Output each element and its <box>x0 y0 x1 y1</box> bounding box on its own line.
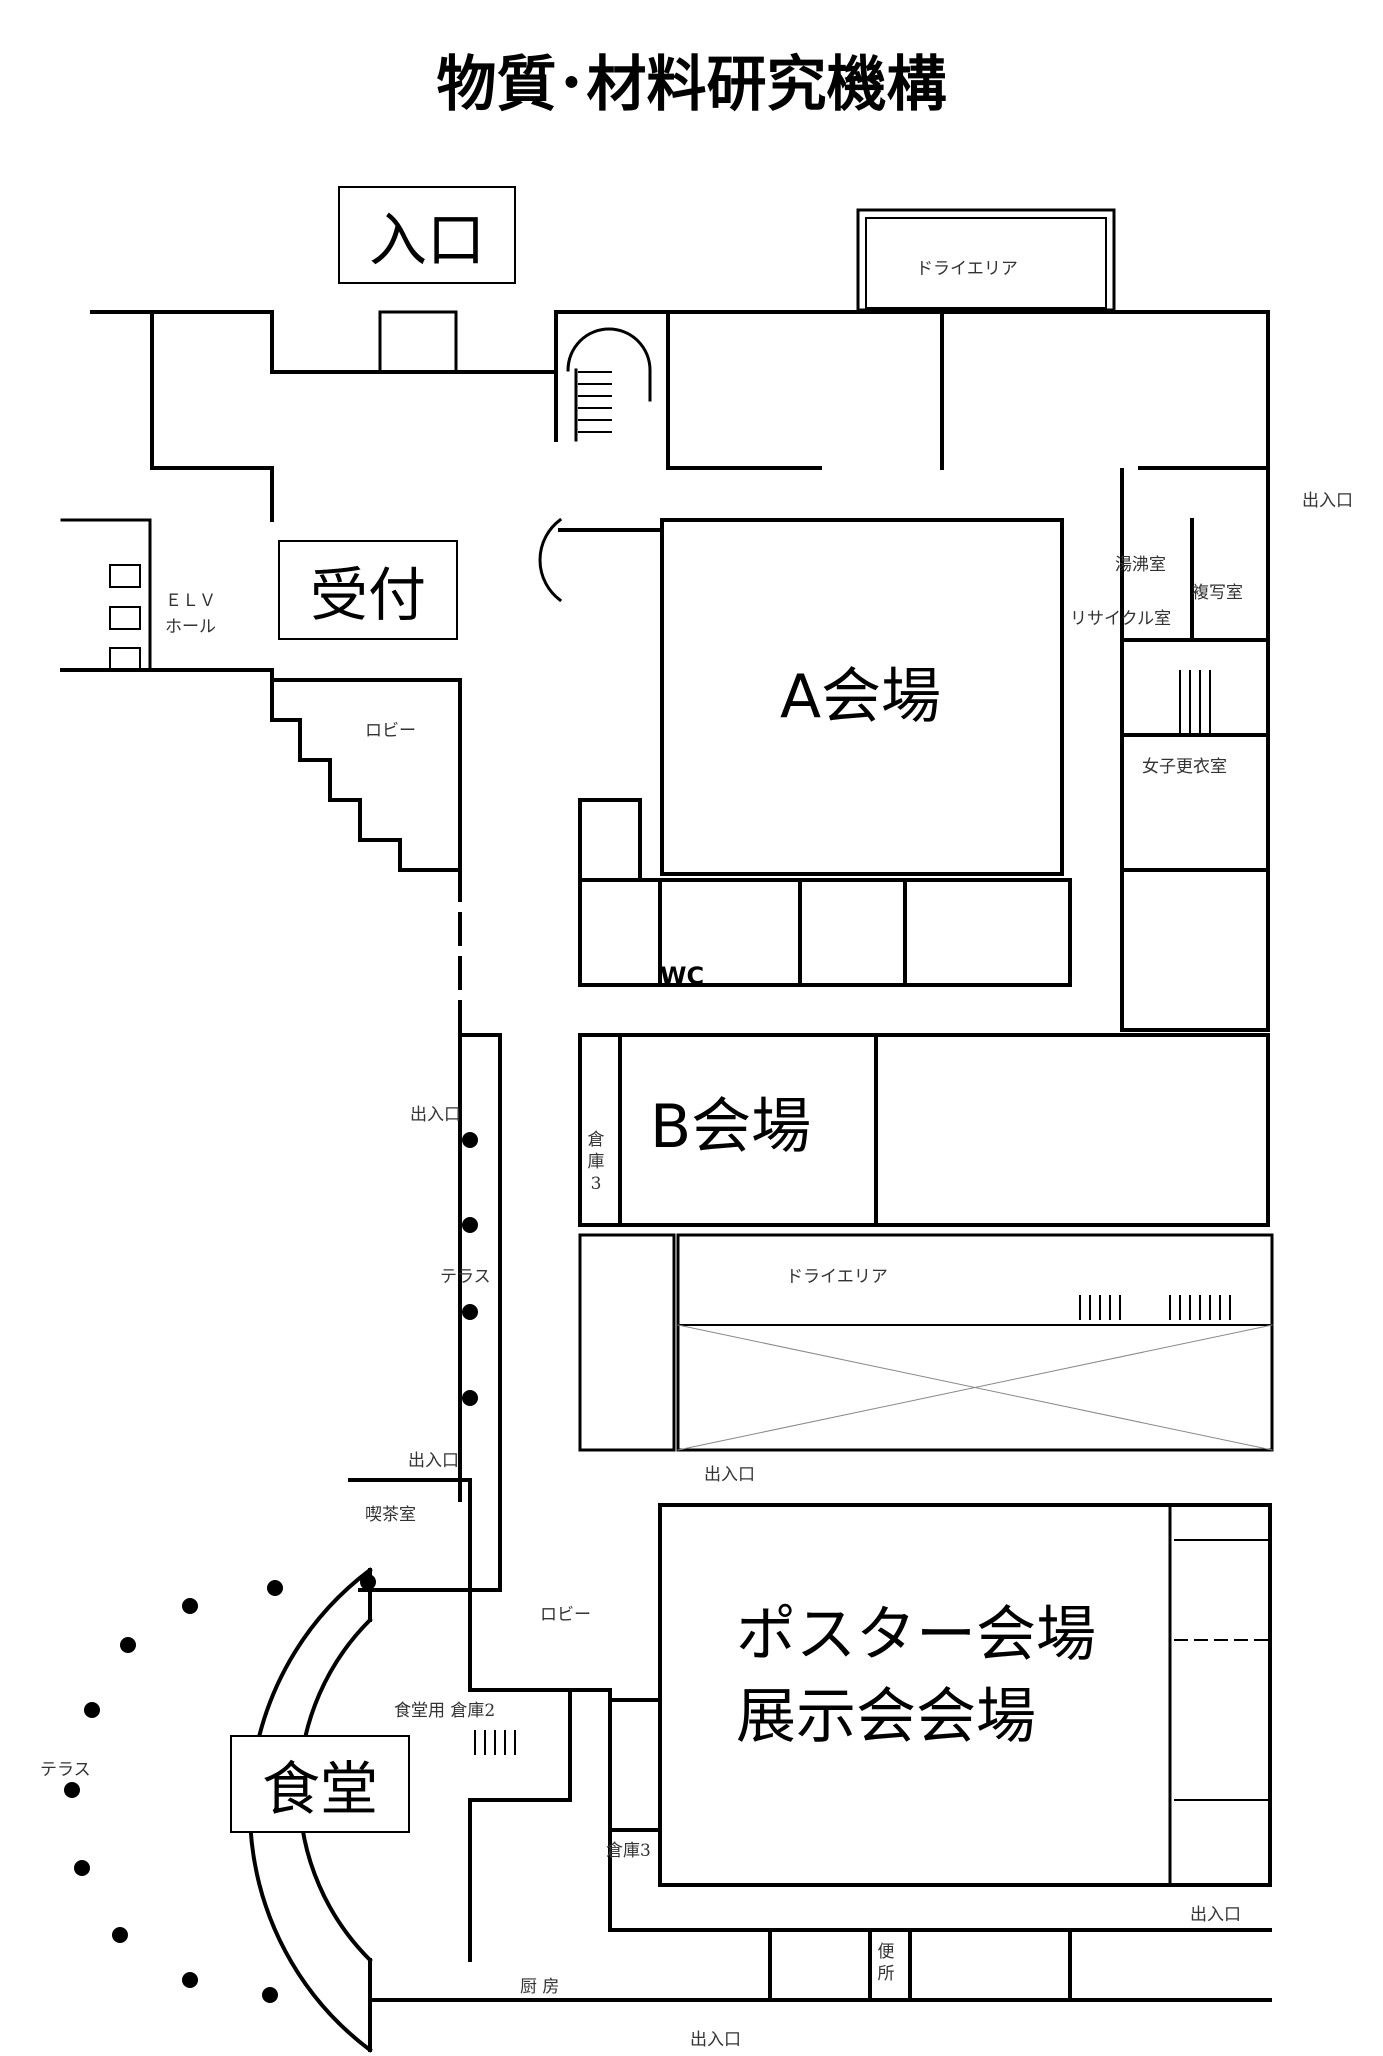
dry-area-mid-outline <box>578 1233 676 1452</box>
boiler-room-label: 湯沸室 <box>1115 555 1166 575</box>
hall-b-label: B会場 <box>650 1092 812 1162</box>
storage3-a-label-2: 庫 <box>587 1152 605 1172</box>
entrance-label: 入口 <box>338 186 516 284</box>
storage3-a-label-1: 倉 <box>587 1130 605 1150</box>
tea-room-outline <box>348 1478 472 1592</box>
exit-label-2: 出入口 <box>410 1105 461 1125</box>
poster-hall-outline <box>658 1503 1272 1887</box>
wc-label: WC <box>660 962 705 990</box>
poster-hall-label-1: ポスター会場 <box>736 1600 1096 1670</box>
terrace-cafeteria-label: テラス <box>40 1760 91 1780</box>
exit-label-3: 出入口 <box>408 1451 459 1471</box>
kitchen-label: 厨 房 <box>520 1977 560 1997</box>
top-block <box>554 310 1270 472</box>
copy-room-label: 複写室 <box>1192 583 1243 603</box>
toilet-label-1: 便 <box>877 1942 895 1962</box>
recycle-room-label: リサイクル室 <box>1070 609 1172 629</box>
hall-a-label: A会場 <box>780 662 942 732</box>
storage2-label: 食堂用 倉庫2 <box>394 1701 496 1721</box>
dry-area-top-label: ドライエリア <box>916 259 1018 279</box>
hall-a-outline <box>660 518 1064 876</box>
entrance-wall <box>90 310 558 374</box>
page-title: 物質･材料研究機構 <box>436 50 947 120</box>
exit-label-4: 出入口 <box>704 1465 755 1485</box>
exit-label-6: 出入口 <box>690 2030 741 2050</box>
exit-label-5: 出入口 <box>1190 1905 1241 1925</box>
terrace-label: テラス <box>440 1267 491 1287</box>
tea-room-label: 喫茶室 <box>365 1505 416 1525</box>
cafeteria-label: 食堂 <box>230 1735 410 1833</box>
elv-hall-label: ホール <box>165 617 216 637</box>
storage3-a-label-3: 3 <box>590 1174 602 1194</box>
elv-label: ＥＬＶ <box>165 591 216 611</box>
lobby-upper-label: ロビー <box>365 721 416 741</box>
dry-area-mid-label: ドライエリア <box>786 1267 888 1287</box>
exit-label-1: 出入口 <box>1302 491 1353 511</box>
entrance-door <box>378 310 458 374</box>
poster-hall-label-2: 展示会会場 <box>736 1682 1036 1752</box>
reception-label: 受付 <box>278 540 458 640</box>
lobby-lower-label: ロビー <box>540 1605 591 1625</box>
storage3-b-label: 倉庫3 <box>606 1841 651 1861</box>
toilet-label-2: 所 <box>877 1964 895 1984</box>
women-locker-label: 女子更衣室 <box>1142 757 1227 777</box>
